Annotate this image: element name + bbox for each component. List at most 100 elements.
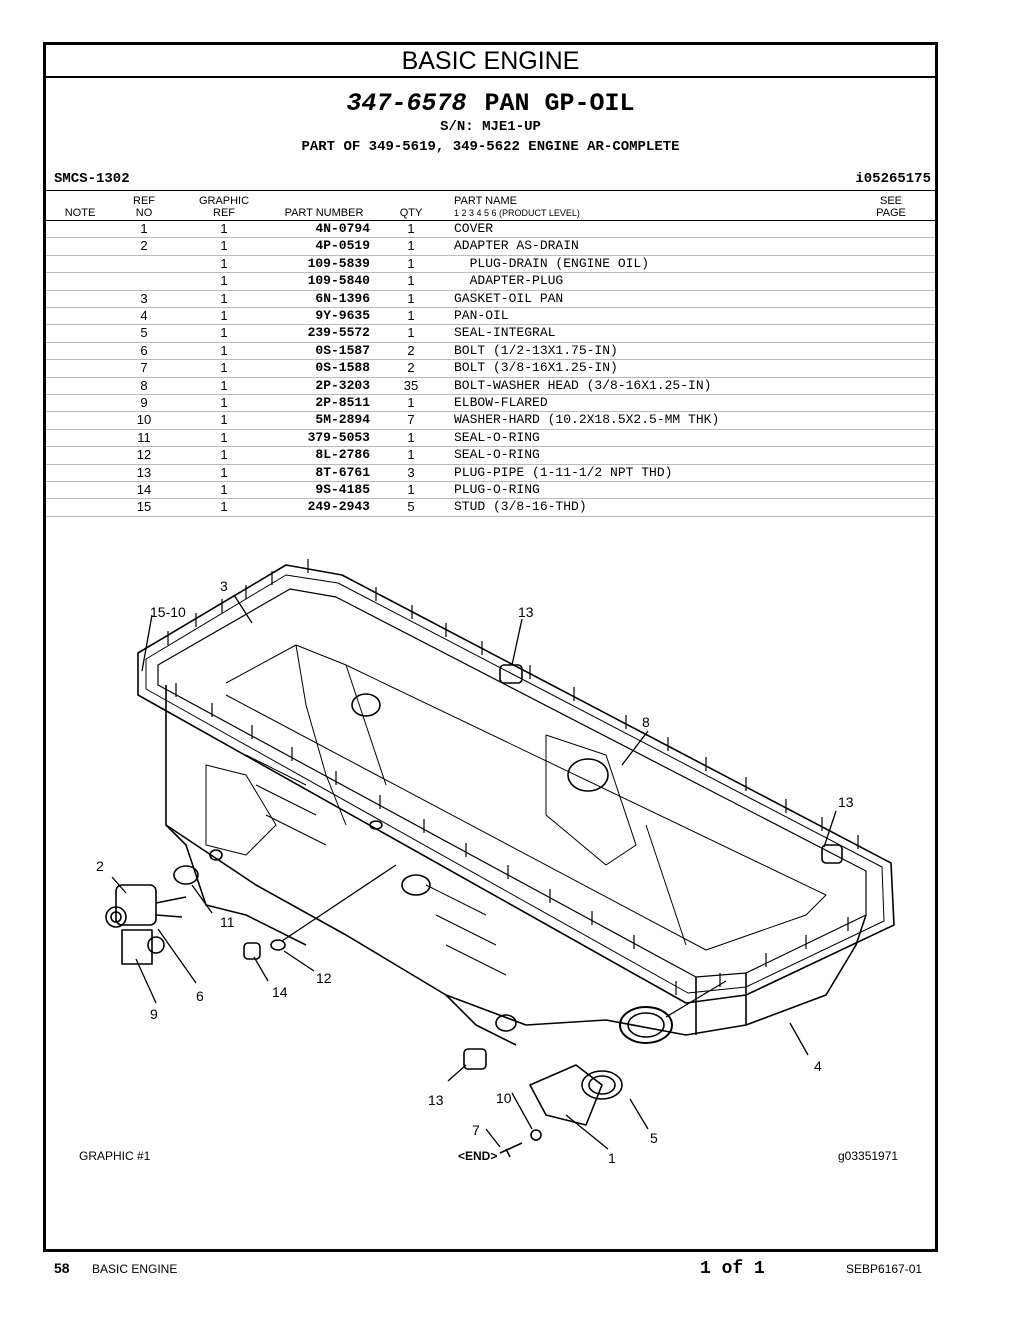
washer-10: [530, 1129, 542, 1141]
cell-part-name: PLUG-DRAIN (ENGINE OIL): [454, 255, 650, 271]
seal-5: [581, 1070, 623, 1100]
cell-ref-no: 10: [136, 412, 152, 428]
oil-pan-body: [165, 685, 867, 1036]
cell-ref-no: 9: [140, 395, 148, 410]
cell-part-name: PLUG-O-RING: [454, 482, 540, 497]
col-graphic-ref-line1: GRAPHIC: [198, 195, 250, 207]
end-marker: <END>: [458, 1149, 498, 1163]
page-number: 58: [54, 1260, 70, 1276]
cell-ref-no: 11: [137, 429, 151, 445]
cell-part-name: BOLT (3/8-16X1.25-IN): [454, 360, 618, 376]
cell-ref-no: 3: [140, 290, 148, 306]
cell-quantity: 1: [407, 308, 415, 323]
cell-part-number: 4P-0519: [315, 238, 370, 254]
cell-ref-no: 6: [140, 342, 148, 358]
group-name: PAN GP-OIL: [484, 89, 635, 118]
cell-quantity: 1: [407, 429, 415, 445]
pipe-plug-13a: [499, 664, 523, 684]
col-see-page-line1: SEE: [879, 195, 902, 207]
cell-part-number: 109-5840: [307, 273, 370, 289]
cell-part-number: 379-5053: [307, 429, 370, 445]
cell-part-number: 6N-1396: [315, 290, 370, 306]
row-divider: [46, 376, 935, 378]
cell-quantity: 1: [407, 255, 415, 271]
cell-part-name: PAN-OIL: [454, 308, 509, 323]
cell-graphic-ref: 1: [220, 290, 228, 306]
bolt-7: [499, 1142, 523, 1158]
col-part-number: PART NUMBER: [284, 207, 364, 219]
callout-13c: 13: [428, 1092, 444, 1108]
row-divider: [46, 254, 935, 256]
cell-graphic-ref: 1: [220, 412, 228, 428]
cell-graphic-ref: 1: [220, 377, 228, 393]
group-number: 347-6578: [346, 89, 467, 118]
part-of-line: PART OF 349-5619, 349-5622 ENGINE AR-COM…: [301, 139, 680, 155]
smcs-code: SMCS-1302: [54, 171, 130, 187]
row-divider: [46, 324, 935, 326]
cell-ref-no: 2: [140, 238, 148, 254]
column-divider: [46, 220, 935, 221]
cell-part-name: ADAPTER AS-DRAIN: [454, 238, 579, 254]
cell-part-name: ADAPTER-PLUG: [454, 273, 564, 289]
cell-quantity: 1: [407, 482, 415, 497]
o-ring-12: [270, 939, 286, 951]
cell-ref-no: 14: [136, 482, 152, 497]
cell-quantity: 2: [407, 342, 415, 358]
row-divider: [46, 394, 935, 395]
cell-ref-no: 5: [140, 325, 148, 341]
cell-part-name: COVER: [454, 221, 494, 236]
pipe-plug-13b: [821, 844, 843, 864]
cell-quantity: 1: [407, 273, 415, 289]
col-ref-no: REF NO: [126, 195, 162, 219]
cell-part-name: SEAL-INTEGRAL: [454, 325, 556, 341]
cell-quantity: 1: [407, 238, 415, 254]
cell-part-number: 2P-3203: [315, 377, 370, 393]
row-divider: [46, 272, 935, 274]
row-divider: [46, 446, 935, 448]
oil-pan-exploded-diagram: 3 15-10 13 8 13 2 11 6 9 14 12 4 13 10 7…: [96, 559, 895, 1165]
cell-part-number: 0S-1587: [315, 342, 370, 358]
callout-5: 5: [650, 1130, 658, 1146]
cell-part-name: SEAL-O-RING: [454, 447, 540, 463]
cell-graphic-ref: 1: [220, 221, 228, 236]
cell-part-number: 8T-6761: [315, 464, 370, 480]
row-divider: [46, 463, 935, 465]
cell-graphic-ref: 1: [220, 447, 228, 463]
cell-graphic-ref: 1: [220, 360, 228, 376]
cell-part-name: BOLT-WASHER HEAD (3/8-16X1.25-IN): [454, 377, 712, 393]
footer-section: BASIC ENGINE: [92, 1262, 178, 1276]
cell-graphic-ref: 1: [220, 342, 228, 358]
callout-4: 4: [814, 1058, 822, 1074]
cell-part-name: WASHER-HARD (10.2X18.5X2.5-MM THK): [454, 412, 720, 428]
callout-9: 9: [150, 1006, 158, 1022]
col-note: NOTE: [64, 207, 96, 219]
col-ref-no-line2: NO: [135, 207, 153, 219]
graphic-caption: GRAPHIC #1: [79, 1149, 151, 1163]
cell-part-number: 5M-2894: [315, 412, 370, 428]
page-of: 1 of 1: [700, 1259, 765, 1279]
cell-graphic-ref: 1: [220, 238, 228, 254]
drain-adapter-assembly: [105, 884, 187, 965]
cell-graphic-ref: 1: [220, 255, 228, 271]
doc-id: SEBP6167-01: [846, 1262, 923, 1276]
callout-13b: 13: [838, 794, 854, 810]
col-see-page-line2: PAGE: [876, 207, 906, 219]
cell-part-number: 2P-8511: [315, 395, 370, 410]
cell-graphic-ref: 1: [220, 464, 228, 480]
cell-quantity: 7: [407, 412, 415, 428]
cell-part-number: 8L-2786: [315, 447, 370, 463]
col-part-name: PART NAME: [454, 195, 517, 207]
cell-quantity: 1: [407, 395, 415, 410]
pipe-plug-13c: [463, 1048, 487, 1070]
illustration-id: i05265175: [855, 171, 931, 187]
callout-15-10: 15-10: [150, 604, 186, 620]
gasket-outline: [137, 564, 895, 1004]
cell-quantity: 1: [407, 290, 415, 306]
col-qty: QTY: [399, 207, 423, 219]
row-divider: [46, 515, 935, 517]
row-divider: [46, 237, 935, 239]
cell-part-name: BOLT (1/2-13X1.75-IN): [454, 342, 618, 358]
cell-ref-no: 7: [140, 360, 148, 376]
col-see-page: SEE PAGE: [866, 195, 916, 219]
